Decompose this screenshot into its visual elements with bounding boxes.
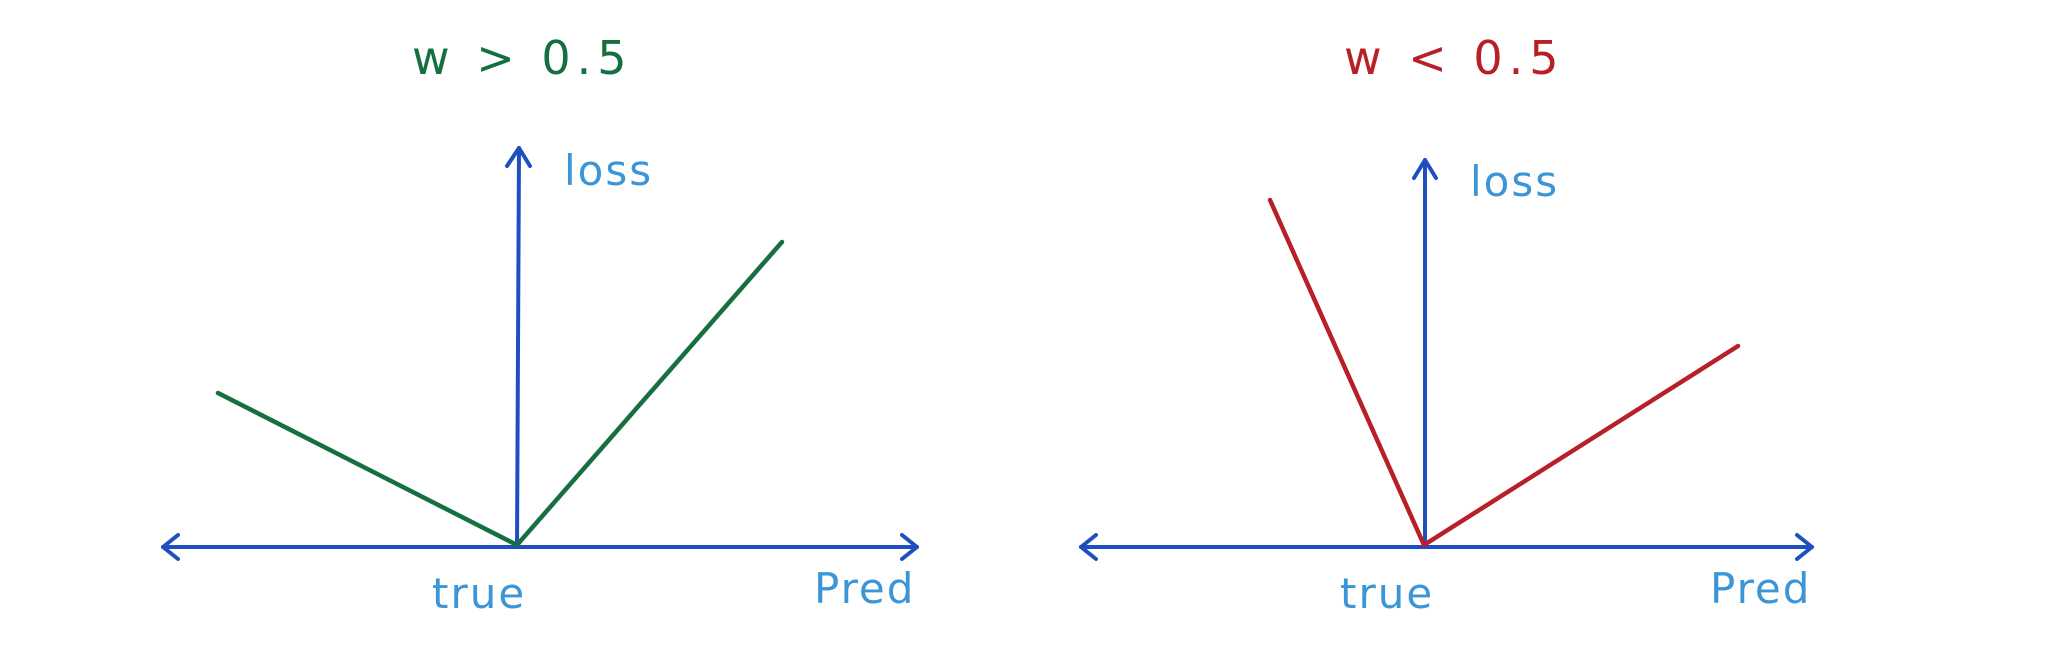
- right-panel: w < 0.5 loss true Pred: [1079, 31, 1814, 618]
- left-y-axis-label: loss: [564, 146, 653, 195]
- right-loss-curve: [1267, 197, 1741, 548]
- left-y-axis: [515, 146, 521, 549]
- left-panel-title: w > 0.5: [412, 31, 633, 85]
- right-panel-title: w < 0.5: [1344, 31, 1565, 85]
- left-x-axis-left-arrow: [161, 533, 180, 561]
- right-y-axis-arrow: [1412, 158, 1438, 180]
- left-panel: w > 0.5 loss true Pred: [161, 31, 919, 618]
- right-x-end-label: Pred: [1710, 564, 1811, 613]
- left-y-axis-arrow: [505, 146, 532, 168]
- left-x-axis-right-arrow: [900, 533, 919, 561]
- left-x-center-label: true: [432, 569, 526, 618]
- right-y-axis-label: loss: [1470, 157, 1559, 206]
- left-x-end-label: Pred: [814, 564, 915, 613]
- right-x-center-label: true: [1340, 569, 1434, 618]
- left-loss-curve: [215, 239, 785, 548]
- right-x-axis-right-arrow: [1795, 533, 1814, 561]
- right-x-axis-left-arrow: [1079, 533, 1098, 561]
